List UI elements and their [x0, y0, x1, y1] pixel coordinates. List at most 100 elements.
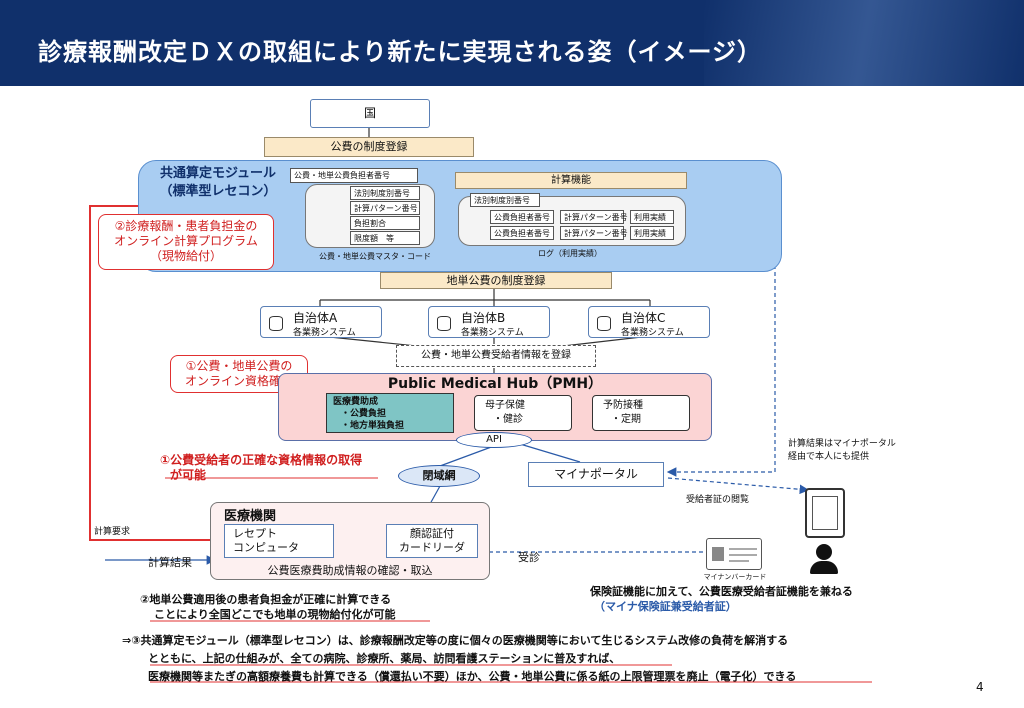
mynumber-card-caption: マイナンバーカード: [703, 573, 767, 581]
clinic-title: 医療機関: [224, 509, 277, 524]
receipt-line2: コンピュータ: [233, 541, 299, 554]
master-item-4: 限度額 等: [350, 231, 420, 245]
recipient-view-label: 受給者証の閲覧: [686, 495, 750, 505]
person-body-icon: [810, 561, 838, 574]
pmh-maternal-health: 母子保健 ・健診: [474, 395, 572, 431]
callout2-line1: ②診療報酬・患者負担金の: [114, 219, 258, 233]
statement-conclusion: ⇒③共通算定モジュール（標準型レセコン）は、診療報酬改定等の度に個々の医療機関等…: [122, 632, 902, 686]
reader-line2: カードリーダ: [399, 541, 465, 554]
card-reader-box: 顔認証付 カードリーダ: [386, 524, 478, 558]
module-title-line1: 共通算定モジュール: [159, 166, 277, 181]
muni-a-name: 自治体A: [293, 311, 338, 325]
calc-row2-col3: 利用実績: [630, 226, 674, 240]
statement1-line1: ①公費受給者の正確な資格情報の取得: [160, 453, 363, 467]
recipient-registration-box: 公費・地単公費受給者情報を登録: [396, 345, 596, 367]
muni-c-sub: 各業務システム: [621, 328, 684, 338]
pmh-box3-line2: ・定期: [611, 414, 641, 425]
calc-function-title: 計算機能: [551, 175, 591, 186]
callout1-line1: ①公費・地単公費の: [185, 359, 293, 373]
master-item-1: 法別制度別番号: [350, 186, 420, 200]
header-decoration: [704, 0, 1024, 86]
statement3-line3: 医療機関等またぎの高額療養費も計算できる（償還払い不要）ほか、公費・地単公費に係…: [148, 670, 797, 683]
statement-eligibility: ①公費受給者の正確な資格情報の取得 が可能: [160, 453, 420, 483]
card-photo: [712, 547, 724, 561]
statement-local-subsidy: ②地単公費適用後の患者負担金が正確に計算できる ことにより全国どこでも地単の現物…: [140, 592, 460, 622]
pmh-box2-line1: 母子保健: [485, 400, 525, 411]
clinic-caption: 公費医療費助成情報の確認・取込: [267, 564, 433, 577]
local-registration-box: 地単公費の制度登録: [380, 272, 612, 289]
closed-network-node: 閉域網: [398, 465, 480, 487]
calc-request-label: 計算要求: [94, 527, 131, 537]
insurance-note-line2: （マイナ保険証兼受給者証）: [594, 600, 737, 613]
calc-row2-col2: 計算パターン番号: [560, 226, 628, 240]
muni-b-sub: 各業務システム: [461, 328, 524, 338]
master-item-3: 負担割合: [350, 216, 420, 230]
muni-a-sub: 各業務システム: [293, 328, 356, 338]
receipt-line1: レセプト: [233, 527, 277, 540]
statement2-line1: ②地単公費適用後の患者負担金が正確に計算できる: [140, 593, 392, 606]
pmh-box3-line1: 予防接種: [603, 400, 643, 411]
callout1-line2: オンライン資格確認: [184, 374, 293, 388]
statement2-line2: ことにより全国どこでも地単の現物給付化が可能: [154, 608, 396, 621]
pmh-title: Public Medical Hub（PMH）: [387, 376, 603, 392]
calc-row1-col2: 計算パターン番号: [560, 210, 628, 224]
calc-row1-col3: 利用実績: [630, 210, 674, 224]
country-label: 国: [363, 106, 376, 120]
calc-top-cell: 法別制度別番号: [470, 193, 540, 207]
card-line: [729, 554, 757, 556]
insurance-note: 保険証機能に加えて、公費医療受給者証機能を兼ねる （マイナ保険証兼受給者証）: [590, 584, 910, 614]
pmh-box2-line2: ・健診: [493, 414, 523, 425]
myna-portal-box: マイナポータル: [528, 462, 664, 487]
header-bar: 診療報酬改定ＤＸの取組により新たに実現される姿（イメージ）: [0, 0, 1024, 86]
log-caption: ログ（利用実績）: [538, 249, 602, 258]
country-box: 国: [310, 99, 430, 128]
card-line: [729, 548, 757, 550]
muni-b-name: 自治体B: [461, 311, 506, 325]
portal-note-line2: 経由で本人にも提供: [788, 452, 870, 462]
statement3-line2: とともに、上記の仕組みが、全ての病院、診療所、薬局、訪問看護ステーションに普及す…: [148, 652, 621, 665]
page-number: 4: [976, 680, 984, 694]
portal-note-line1: 計算結果はマイナポータル: [788, 439, 896, 449]
reader-line1: 顔認証付: [410, 527, 454, 540]
tablet-icon: [805, 488, 845, 538]
recipient-registration-label: 公費・地単公費受給者情報を登録: [421, 350, 571, 361]
person-head-icon: [816, 544, 832, 560]
pmh-medical-subsidy: 医療費助成 ・公費負担 ・地方単独負担: [326, 393, 454, 433]
municipality-c: 自治体C 各業務システム: [588, 306, 710, 338]
card-line: [729, 560, 749, 562]
calc-row1-col1: 公費負担者番号: [490, 210, 554, 224]
database-icon: [437, 316, 451, 331]
callout2-line2: オンライン計算プログラム: [114, 234, 258, 248]
calc-function-box: 計算機能: [455, 172, 687, 189]
database-icon: [269, 316, 283, 331]
callout2-line3: （現物給付）: [149, 249, 222, 263]
closed-network-label: 閉域網: [422, 469, 456, 482]
module-title-line2: （標準型レセコン）: [159, 184, 277, 199]
master-caption: 公費・地単公費マスタ・コード: [319, 252, 431, 261]
muni-c-name: 自治体C: [621, 311, 666, 325]
pmh-box1-line1: 医療費助成: [333, 397, 379, 407]
pmh-box1-line2: ・公費負担: [341, 409, 387, 419]
myna-portal-label: マイナポータル: [554, 467, 638, 481]
municipality-b: 自治体B 各業務システム: [428, 306, 550, 338]
consultation-label: 受診: [518, 551, 540, 564]
api-label: API: [486, 434, 502, 445]
database-icon: [597, 316, 611, 331]
calc-row2-col1: 公費負担者番号: [490, 226, 554, 240]
calc-result-label: 計算結果: [148, 556, 192, 569]
public-registration-label: 公費の制度登録: [330, 140, 408, 153]
municipality-a: 自治体A 各業務システム: [260, 306, 382, 338]
statement1-line2: が可能: [170, 468, 207, 482]
mynumber-card-icon: [706, 538, 762, 570]
statement3-line1: ⇒③共通算定モジュール（標準型レセコン）は、診療報酬改定等の度に個々の医療機関等…: [122, 634, 789, 647]
insurance-note-line1: 保険証機能に加えて、公費医療受給者証機能を兼ねる: [590, 585, 853, 598]
receipt-computer-box: レセプト コンピュータ: [224, 524, 334, 558]
master-item-2: 計算パターン番号: [350, 201, 420, 215]
local-registration-label: 地単公費の制度登録: [446, 274, 546, 287]
callout-online-calc: ②診療報酬・患者負担金の オンライン計算プログラム （現物給付）: [98, 214, 274, 270]
public-registration-box: 公費の制度登録: [264, 137, 474, 157]
api-node: API: [456, 432, 532, 448]
module-title: 共通算定モジュール （標準型レセコン）: [148, 165, 288, 201]
pmh-box1-line3: ・地方単独負担: [341, 421, 405, 431]
pmh-vaccination: 予防接種 ・定期: [592, 395, 690, 431]
